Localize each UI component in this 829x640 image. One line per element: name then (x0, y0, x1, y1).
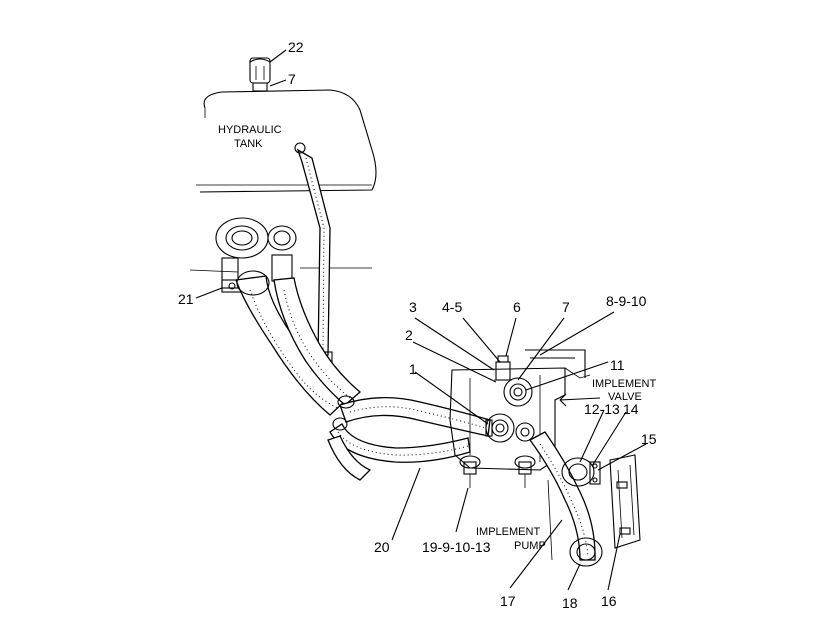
leader-lines (195, 49, 647, 591)
pump-caption-line1: IMPLEMENT (476, 526, 540, 538)
callout-17: 17 (500, 593, 516, 609)
callout-20: 20 (374, 539, 390, 555)
callout-19-9-10-13: 19-9-10-13 (422, 539, 491, 555)
junction-fittings (332, 395, 355, 431)
valve-caption-line1: IMPLEMENT (592, 378, 656, 390)
callout-16: 16 (601, 593, 617, 609)
tank-caption-line2: TANK (234, 138, 263, 150)
pressure-hose-lower (329, 423, 471, 463)
pump-caption-line2: PUMP (514, 540, 546, 552)
callout-22: 22 (288, 39, 304, 55)
valve-outlet-hose (529, 431, 603, 567)
implement-valve (449, 349, 591, 471)
tank-outlet-flanges (215, 217, 297, 289)
callout-1: 1 (409, 361, 417, 377)
callout-7-top: 7 (288, 71, 296, 87)
tank-caption-line1: HYDRAULIC (218, 124, 282, 136)
callout-14: 14 (623, 401, 639, 417)
callout-18: 18 (562, 595, 578, 611)
valve-fitting-lower (485, 413, 535, 443)
callout-3: 3 (409, 299, 417, 315)
callout-2: 2 (405, 327, 413, 343)
callout-6: 6 (513, 299, 521, 315)
callout-21: 21 (178, 291, 194, 307)
callout-15: 15 (641, 431, 657, 447)
implement-pump-mount (547, 454, 641, 561)
valve-fitting-upper (494, 355, 533, 407)
callout-4-5: 4-5 (442, 299, 462, 315)
callout-8-9-10: 8-9-10 (606, 293, 647, 309)
callout-11: 11 (610, 357, 625, 373)
return-hose (327, 435, 372, 481)
pressure-hose-upper (339, 397, 491, 437)
valve-caption-line2: VALVE (608, 391, 642, 403)
callout-7: 7 (562, 299, 570, 315)
filler-cap (249, 57, 271, 92)
callout-12-13: 12-13 (584, 401, 620, 417)
mount-bolts (459, 455, 536, 488)
hydraulic-tank (189, 89, 377, 273)
